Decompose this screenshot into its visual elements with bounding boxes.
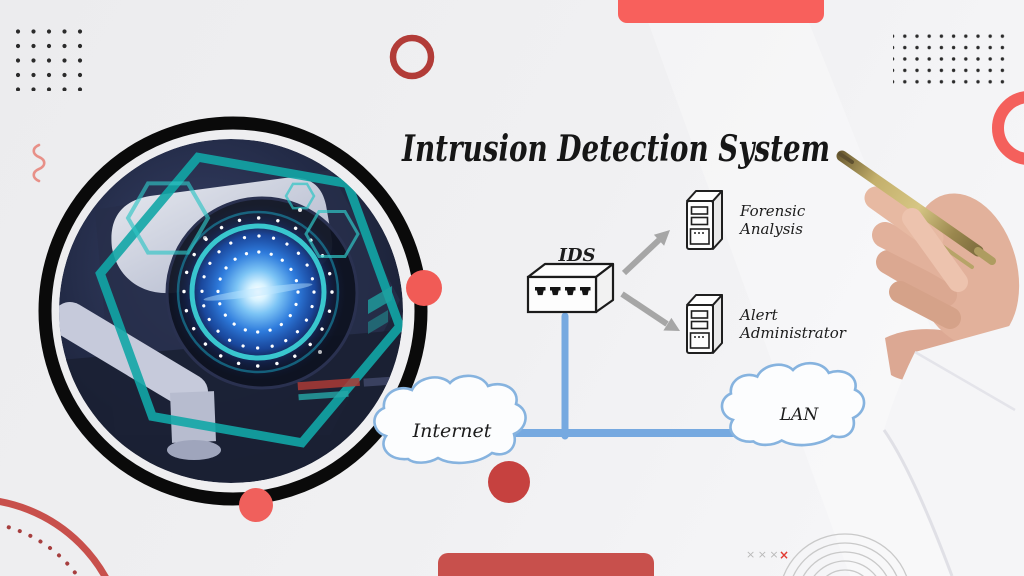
forensic-server-icon bbox=[686, 190, 723, 250]
shirt-sleeve bbox=[882, 322, 1024, 576]
hand-holding-pen bbox=[836, 150, 1024, 576]
arrow-to-forensic bbox=[621, 230, 670, 276]
hexagon-tiny bbox=[284, 182, 316, 210]
alert-server-icon bbox=[686, 294, 723, 354]
hexagon-small-right bbox=[304, 210, 360, 258]
ids-diagram: Internet LAN IDS Forensic Analysis Alert bbox=[373, 190, 866, 465]
camera-mount bbox=[170, 391, 216, 443]
pinky-finger bbox=[889, 281, 961, 329]
dot-grid-top-left bbox=[16, 25, 86, 91]
tech-stripes bbox=[297, 376, 390, 401]
bottom-red-bar bbox=[438, 553, 654, 576]
alert-label-line1: Alert bbox=[738, 306, 779, 324]
forensic-label-line2: Analysis bbox=[738, 220, 803, 238]
security-camera-photo bbox=[38, 116, 442, 522]
page-title: Intrusion Detection System bbox=[401, 128, 830, 170]
red-ring-top-middle bbox=[389, 34, 435, 80]
ring-finger bbox=[876, 250, 957, 307]
dot-ring-middle bbox=[200, 234, 316, 350]
photo-black-ring bbox=[38, 116, 428, 506]
dot-grid-top-right bbox=[893, 27, 1009, 89]
forensic-label-line1: Forensic bbox=[739, 202, 806, 220]
red-ring-top-right bbox=[992, 91, 1024, 165]
red-squiggle bbox=[32, 143, 46, 183]
internet-label: Internet bbox=[412, 420, 492, 442]
concentric-circles-bottom-right bbox=[782, 533, 908, 576]
pen-tip bbox=[838, 152, 854, 164]
red-dot-bottom-center bbox=[488, 461, 530, 503]
dot-ring-inner bbox=[216, 250, 300, 334]
ids-label: IDS bbox=[557, 245, 595, 266]
top-red-bar bbox=[618, 0, 824, 23]
red-dot-ring-bottom bbox=[239, 488, 273, 522]
dot-ring-outer bbox=[182, 216, 334, 368]
red-dot-ring-right bbox=[406, 270, 442, 306]
ids-device-icon bbox=[526, 262, 615, 314]
thumb bbox=[902, 208, 968, 292]
x-mark-red: × bbox=[779, 548, 789, 562]
hexagon-small-left bbox=[125, 181, 211, 255]
pen-clip bbox=[940, 244, 974, 269]
pen-button bbox=[974, 247, 996, 265]
arrow-to-alert bbox=[620, 291, 680, 331]
alert-label-line2: Administrator bbox=[738, 324, 847, 342]
x-marks-gray: ××× bbox=[746, 548, 781, 561]
lan-label: LAN bbox=[779, 405, 820, 425]
lens-glow bbox=[170, 204, 346, 380]
photo-content bbox=[59, 139, 403, 483]
gold-pen bbox=[836, 150, 996, 269]
sleeve-seam bbox=[914, 350, 1016, 412]
